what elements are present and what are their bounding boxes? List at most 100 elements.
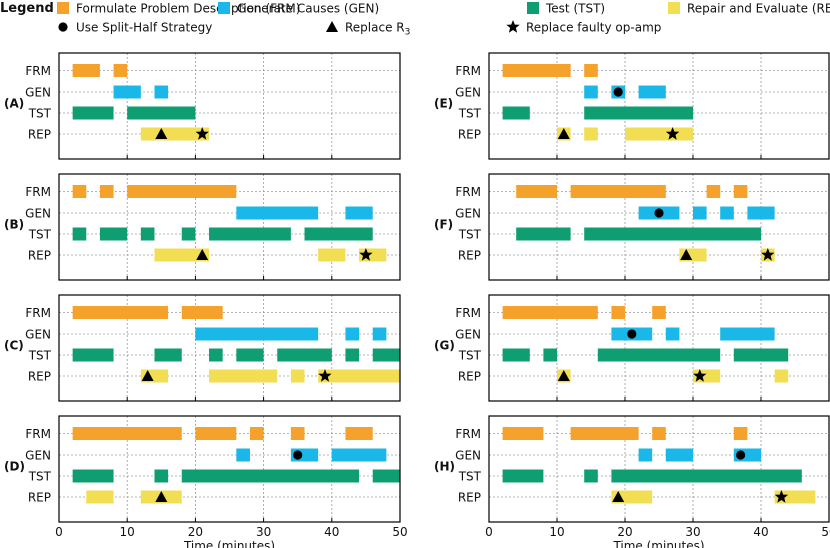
row-label-GEN: GEN	[25, 207, 51, 221]
bar-GEN	[113, 85, 141, 99]
bar-GEN	[665, 448, 693, 462]
bar-FRM	[249, 427, 264, 440]
panel-label: (H)	[434, 460, 455, 474]
bar-TST	[516, 227, 571, 241]
bar-TST	[72, 106, 114, 120]
row-label-TST: TST	[28, 228, 52, 242]
bar-REP	[584, 127, 598, 141]
row-label-FRM: FRM	[25, 64, 51, 78]
panel-frame	[488, 294, 830, 402]
bar-FRM	[706, 185, 721, 198]
split-half-marker	[627, 329, 637, 339]
bar-TST	[181, 227, 196, 241]
x-tick-label: 40	[753, 525, 768, 539]
row-label-REP: REP	[28, 128, 51, 142]
bar-FRM	[652, 427, 666, 440]
legend-item-TST: Test (TST)	[527, 2, 605, 16]
row-label-FRM: FRM	[455, 306, 481, 320]
row-label-TST: TST	[28, 349, 52, 363]
row-label-REP: REP	[28, 249, 51, 263]
bar-FRM	[195, 427, 237, 440]
legend-item-opamp: Replace faulty op-amp	[506, 20, 661, 35]
panel-frame	[58, 294, 401, 402]
bar-FRM	[733, 185, 748, 198]
bar-REP	[318, 248, 346, 262]
row-label-GEN: GEN	[25, 328, 51, 342]
row-label-FRM: FRM	[25, 306, 51, 320]
x-axis-title: Time (minutes)	[612, 539, 704, 548]
row-label-FRM: FRM	[455, 185, 481, 199]
legend-label-split: Use Split-Half Strategy	[76, 21, 212, 35]
panel-label: (A)	[4, 97, 24, 111]
bar-GEN	[372, 327, 387, 341]
bar-TST	[236, 348, 264, 362]
bar-FRM	[127, 185, 237, 198]
bar-TST	[154, 469, 169, 483]
row-label-TST: TST	[458, 107, 482, 121]
bar-GEN	[665, 327, 680, 341]
bar-TST	[543, 348, 557, 362]
bar-REP	[86, 490, 114, 504]
row-label-REP: REP	[458, 370, 481, 384]
panel-frame	[488, 173, 830, 281]
bar-TST	[584, 469, 598, 483]
bar-FRM	[502, 64, 571, 77]
replace-r3-marker	[196, 249, 209, 260]
replace-opamp-marker	[693, 369, 707, 382]
x-tick-label: 30	[685, 525, 700, 539]
bar-TST	[72, 348, 114, 362]
panels: FRMGENTSTREP(A)FRMGENTSTREP(B)FRMGENTSTR…	[4, 52, 830, 523]
legend-label-subscript: 3	[405, 28, 411, 38]
replace-r3-marker	[141, 370, 154, 381]
bar-GEN	[584, 85, 598, 99]
x-tick-label: 40	[324, 525, 339, 539]
bar-TST	[127, 106, 196, 120]
x-tick-label: 0	[55, 525, 63, 539]
bar-TST	[209, 227, 291, 241]
row-label-GEN: GEN	[455, 86, 481, 100]
legend: Legend Formulate Problem Description (FRM…	[0, 1, 830, 38]
panel-label: (B)	[4, 218, 24, 232]
row-label-REP: REP	[28, 491, 51, 505]
bar-TST	[584, 106, 693, 120]
x-tick-label: 30	[256, 525, 271, 539]
bar-FRM	[345, 427, 373, 440]
legend-triangle-icon	[326, 21, 338, 32]
legend-item-REP: Repair and Evaluate (REP)	[668, 2, 830, 16]
bar-TST	[99, 227, 128, 241]
bar-TST	[154, 348, 182, 362]
legend-label-TST: Test (TST)	[545, 2, 605, 16]
bar-GEN	[720, 327, 775, 341]
row-label-TST: TST	[458, 470, 482, 484]
bar-TST	[597, 348, 721, 362]
bar-GEN	[747, 206, 775, 220]
replace-r3-marker	[680, 249, 693, 260]
x-tick-label: 10	[549, 525, 564, 539]
row-label-GEN: GEN	[25, 86, 51, 100]
bar-TST	[345, 348, 360, 362]
split-half-marker	[654, 208, 664, 218]
bar-TST	[181, 469, 360, 483]
row-label-TST: TST	[458, 228, 482, 242]
panel-frame	[58, 415, 401, 523]
replace-opamp-marker	[195, 127, 209, 140]
x-axis-title: Time (minutes)	[183, 539, 275, 548]
legend-label-FRM: Formulate Problem Description (FRM)	[76, 2, 300, 16]
bar-FRM	[516, 185, 557, 198]
row-label-FRM: FRM	[455, 64, 481, 78]
legend-item-split: Use Split-Half Strategy	[58, 21, 212, 35]
bar-GEN	[638, 85, 666, 99]
bar-FRM	[502, 306, 598, 319]
legend-title: Legend	[0, 1, 54, 16]
row-label-GEN: GEN	[25, 449, 51, 463]
bar-REP	[154, 248, 210, 262]
bar-TST	[502, 348, 530, 362]
bar-REP	[209, 369, 278, 383]
bar-GEN	[345, 206, 373, 220]
panel-label: (C)	[4, 339, 24, 353]
x-tick-label: 50	[821, 525, 830, 539]
